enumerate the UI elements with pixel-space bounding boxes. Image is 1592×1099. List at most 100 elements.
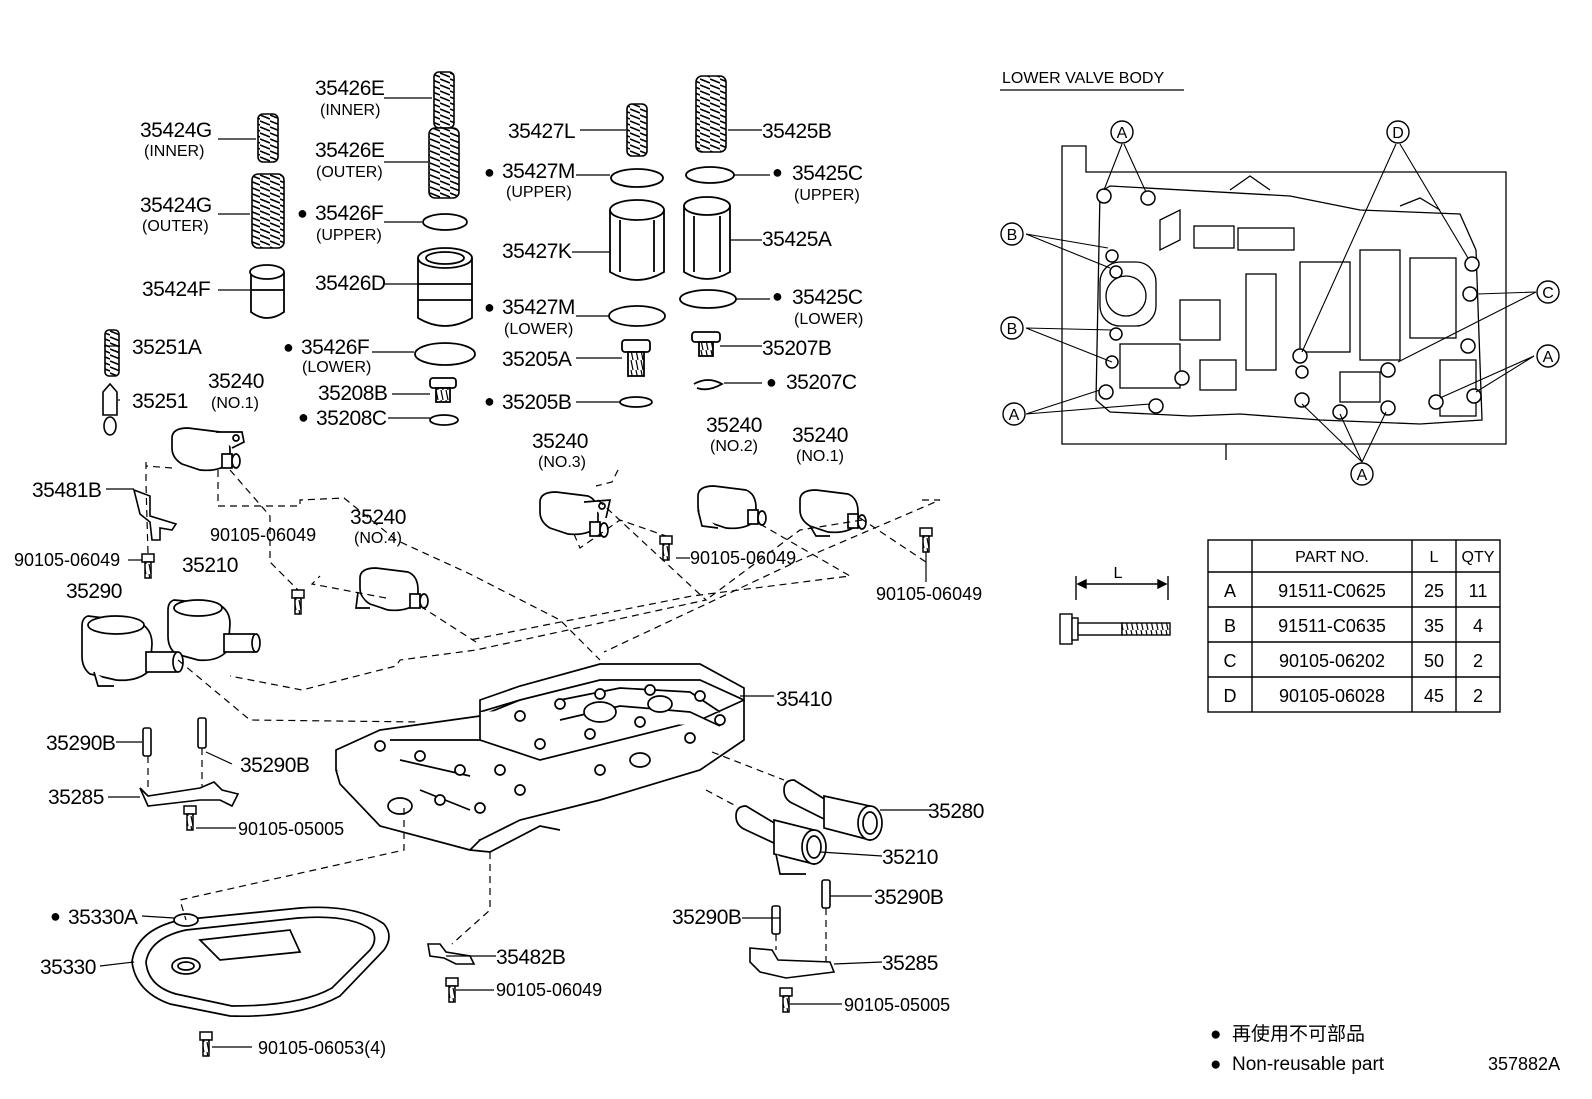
- spring-35426E-outer: [428, 127, 460, 199]
- plug-35205A: [621, 339, 651, 377]
- bolt-icon: [445, 977, 459, 1003]
- label-35330: 35330: [40, 956, 96, 979]
- non-reusable-dot-icon: ●: [772, 286, 783, 306]
- svg-text:(OUTER): (OUTER): [316, 164, 383, 181]
- svg-text:35: 35: [1424, 616, 1444, 636]
- solenoid-35240-no4: [355, 567, 429, 612]
- plug-35424F: [249, 264, 285, 319]
- label-35481B: 35481B: [32, 479, 101, 502]
- svg-text:A: A: [1224, 581, 1236, 601]
- label-35205A: 35205A: [502, 348, 572, 371]
- label-35427K: 35427K: [502, 240, 572, 263]
- spring-35424G-inner: [257, 113, 279, 163]
- svg-text:D: D: [1392, 125, 1404, 142]
- svg-text:(UPPER): (UPPER): [316, 227, 382, 244]
- o-ring-35208C: [429, 414, 459, 426]
- bolt-icon: [199, 1031, 213, 1057]
- oil-strainer-35330: [131, 906, 390, 1018]
- non-reusable-dot-icon: ●: [50, 906, 61, 926]
- label-35426F-upper: ● 35426F (UPPER): [297, 202, 384, 244]
- plug-35208B: [429, 377, 457, 403]
- bolt-table-header: PART NO. L QTY: [1295, 549, 1495, 566]
- legend-text-jp: 再使用不可部品: [1232, 1023, 1365, 1045]
- svg-text:A: A: [1357, 467, 1368, 484]
- svg-text:35208C: 35208C: [316, 407, 387, 430]
- label-35424G-outer: 35424G (OUTER): [140, 194, 212, 235]
- label-35251: 35251: [132, 390, 188, 413]
- svg-text:B: B: [1007, 321, 1018, 338]
- o-ring-35426F-upper: [422, 213, 468, 231]
- callout-C: C: [1536, 280, 1560, 304]
- svg-text:B: B: [1224, 616, 1236, 636]
- valve-body-35410: [335, 663, 745, 853]
- snap-ring-35207C: [693, 379, 724, 391]
- lower-valve-body-bolts: [1096, 188, 1482, 420]
- svg-text:35240: 35240: [350, 506, 406, 529]
- label-35240-no2: 35240 (NO.2): [706, 414, 762, 455]
- svg-text:(LOWER): (LOWER): [302, 359, 371, 376]
- bracket-35481B: [132, 488, 178, 541]
- svg-text:35240: 35240: [532, 430, 588, 453]
- o-ring-35426F-lower: [414, 342, 476, 366]
- label-35240-no4: 35240 (NO.4): [350, 506, 406, 547]
- svg-text:(NO.2): (NO.2): [710, 438, 758, 455]
- label-35285-left: 35285: [48, 786, 104, 809]
- o-ring-35205B: [619, 396, 653, 408]
- solenoid-35210-left: [167, 599, 261, 662]
- label-90105-06049: 90105-06049: [690, 548, 796, 568]
- callout-B: B: [1000, 316, 1024, 340]
- bolt-icon: [183, 805, 197, 831]
- o-ring-35427M-upper: [610, 168, 664, 188]
- table-row: B 91511-C0635 35 4: [1224, 616, 1483, 636]
- svg-text:(UPPER): (UPPER): [794, 187, 860, 204]
- svg-text:4: 4: [1473, 616, 1483, 636]
- label-35425B: 35425B: [762, 120, 831, 143]
- svg-text:(NO.3): (NO.3): [538, 454, 586, 471]
- svg-text:45: 45: [1424, 686, 1444, 706]
- table-row: D 90105-06028 45 2: [1224, 686, 1484, 706]
- solenoid-35240-no1-left: [171, 427, 245, 472]
- label-35426E-inner: 35426E (INNER): [315, 77, 385, 119]
- illustration-reference-number: 357882A: [1488, 1054, 1560, 1074]
- svg-text:35425C: 35425C: [792, 286, 863, 309]
- o-ring-35425C-lower: [679, 289, 737, 309]
- callout-A: A: [1536, 344, 1560, 368]
- assembly-lines: [145, 462, 941, 962]
- pin-35290B-b: [197, 717, 207, 749]
- legend-text-en: Non-reusable part: [1232, 1054, 1385, 1075]
- label-35210-right: 35210: [882, 846, 938, 869]
- table-header: QTY: [1462, 549, 1495, 566]
- svg-text:35426F: 35426F: [315, 202, 383, 225]
- callout-A: A: [1110, 120, 1134, 144]
- svg-text:(NO.1): (NO.1): [796, 448, 844, 465]
- bolt-icon: [291, 589, 305, 615]
- o-ring-35425C-upper: [685, 166, 735, 184]
- label-35426F-lower: ● 35426F (LOWER): [283, 336, 371, 376]
- small-bolts: [141, 527, 933, 1057]
- lower-valve-body-title: LOWER VALVE BODY: [1002, 70, 1164, 87]
- svg-text:35425C: 35425C: [792, 162, 863, 185]
- svg-text:2: 2: [1473, 651, 1483, 671]
- pin-35290B-a: [142, 727, 152, 757]
- non-reusable-dot-icon: ●: [297, 203, 308, 223]
- label-35425C-upper: ● 35425C (UPPER): [772, 162, 863, 204]
- lower-valve-body-callout-lines: [1025, 143, 1537, 463]
- lower-valve-body-drawing: [1061, 145, 1507, 460]
- solenoid-35240-no2: [697, 485, 767, 530]
- svg-text:35427M: 35427M: [502, 160, 575, 183]
- svg-text:35427M: 35427M: [502, 296, 575, 319]
- pin-35290B-c: [771, 905, 781, 935]
- svg-text:91511-C0625: 91511-C0625: [1278, 581, 1386, 601]
- label-35240-no1-right: 35240 (NO.1): [792, 424, 848, 465]
- label-35425A: 35425A: [762, 228, 832, 251]
- svg-text:(INNER): (INNER): [320, 102, 380, 119]
- piston-35427K: [609, 199, 665, 281]
- plate-35285-right: [749, 947, 836, 979]
- svg-text:B: B: [1007, 227, 1018, 244]
- lower-valve-body-view: LOWER VALVE BODY: [1000, 70, 1560, 486]
- bolt-icon: [659, 535, 673, 561]
- bolt-length-L-label: L: [1114, 565, 1123, 582]
- spring-35251A: [104, 329, 120, 377]
- label-35285-right: 35285: [882, 952, 938, 975]
- svg-text:90105-06028: 90105-06028: [1279, 686, 1385, 706]
